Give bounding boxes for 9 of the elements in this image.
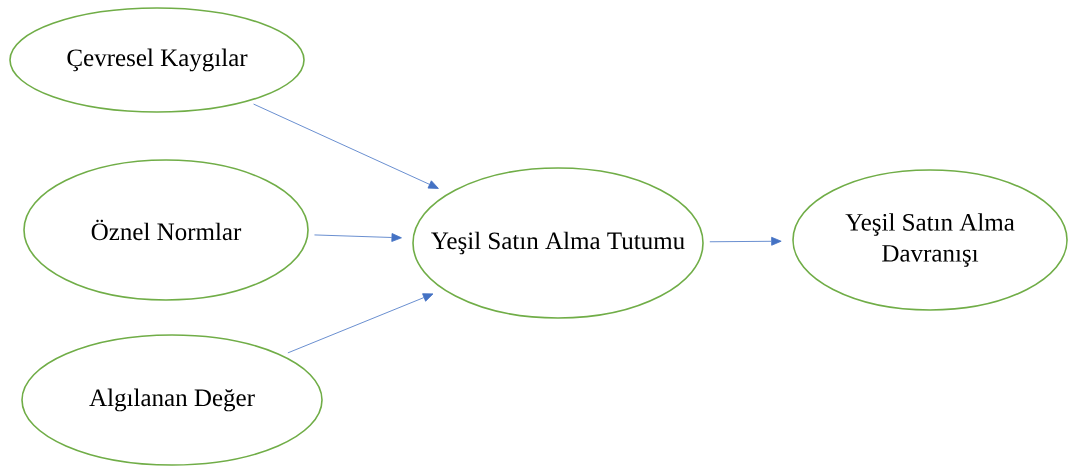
ellipse-node: Çevresel Kaygılar bbox=[9, 7, 305, 113]
arrow bbox=[709, 236, 782, 246]
ellipse-node: Öznel Normlar bbox=[23, 159, 309, 301]
arrow bbox=[253, 103, 439, 189]
ellipse-node: Yeşil Satın Alma Davranışı bbox=[792, 169, 1068, 311]
ellipse-node: Yeşil Satın Alma Tutumu bbox=[412, 167, 704, 319]
arrow bbox=[287, 293, 434, 354]
ellipse-node: Algılanan Değer bbox=[21, 334, 323, 466]
arrow bbox=[314, 233, 402, 242]
